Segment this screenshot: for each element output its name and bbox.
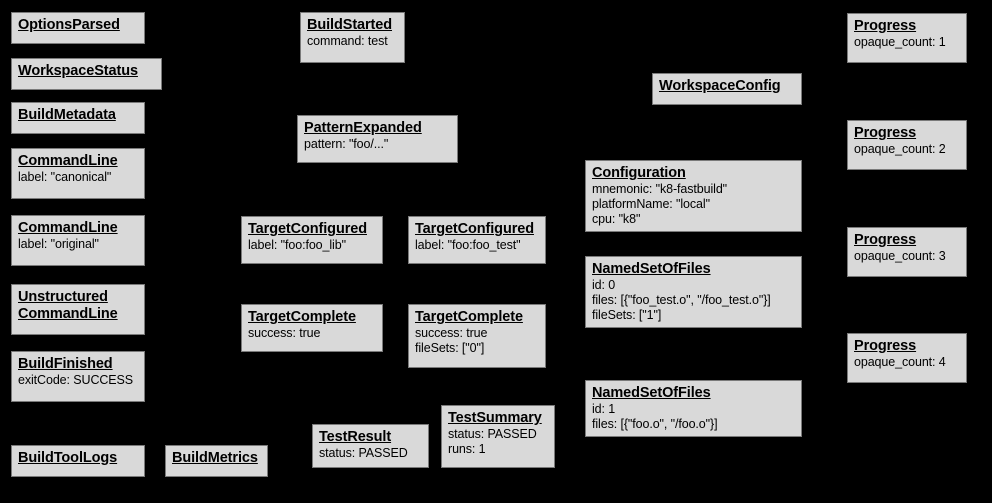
node-field: opaque_count: 4 [854,355,946,370]
node-field: mnemonic: "k8-fastbuild" [592,182,728,197]
node-unstructured-command-line[interactable]: Unstructured CommandLine [11,284,145,335]
node-title: TargetComplete [415,309,523,325]
node-field: opaque_count: 1 [854,35,946,50]
node-field: status: PASSED [448,427,537,442]
node-title: TargetConfigured [415,221,534,237]
node-title: BuildMetadata [18,107,116,123]
node-field: status: PASSED [319,446,408,461]
node-field: exitCode: SUCCESS [18,373,134,388]
node-options-parsed[interactable]: OptionsParsed [11,12,145,44]
node-title: Progress [854,125,917,141]
node-workspace-status[interactable]: WorkspaceStatus [11,58,162,90]
node-title: BuildStarted [307,17,393,33]
node-title: Progress [854,338,917,354]
node-field: fileSets: ["1"] [592,307,662,322]
node-field: label: "original" [18,237,99,252]
node-field: opaque_count: 3 [854,249,946,264]
node-field: id: 0 [592,278,616,293]
node-title: Configuration [592,165,686,181]
node-title: BuildFinished [18,356,113,372]
node-title: WorkspaceConfig [659,78,781,94]
node-field: files: [{"foo_test.o", "/foo_test.o"}] [592,292,771,307]
node-field: files: [{"foo.o", "/foo.o"}] [592,416,718,431]
node-field: label: "foo:foo_lib" [248,238,346,253]
node-build-metadata[interactable]: BuildMetadata [11,102,145,134]
node-build-metrics[interactable]: BuildMetrics [165,445,268,477]
node-title: TestSummary [448,410,542,426]
node-title: NamedSetOfFiles [592,385,711,401]
node-field: command: test [307,34,388,49]
node-field: fileSets: ["0"] [415,340,485,355]
node-title: CommandLine [18,153,118,169]
node-title: NamedSetOfFiles [592,261,711,277]
node-title: BuildToolLogs [18,450,118,466]
node-title: CommandLine [18,220,118,236]
node-field: id: 1 [592,402,616,417]
node-title: WorkspaceStatus [18,63,138,79]
node-field: success: true [248,326,321,341]
node-field: label: "canonical" [18,170,112,185]
node-title: BuildMetrics [172,450,258,466]
node-field: pattern: "foo/..." [304,137,389,152]
node-title: PatternExpanded [304,120,422,136]
node-title: Progress [854,232,917,248]
node-title: TargetComplete [248,309,356,325]
node-build-tool-logs[interactable]: BuildToolLogs [11,445,145,477]
node-title: Unstructured CommandLine [18,289,118,323]
node-field: success: true [415,326,488,341]
node-field: runs: 1 [448,441,486,456]
node-field: cpu: "k8" [592,211,641,226]
node-title: TestResult [319,429,392,445]
node-field: label: "foo:foo_test" [415,238,521,253]
node-workspace-config[interactable]: WorkspaceConfig [652,73,802,105]
node-title: TargetConfigured [248,221,367,237]
node-field: opaque_count: 2 [854,142,946,157]
node-title: Progress [854,18,917,34]
node-field: platformName: "local" [592,196,710,211]
node-title: OptionsParsed [18,17,120,33]
